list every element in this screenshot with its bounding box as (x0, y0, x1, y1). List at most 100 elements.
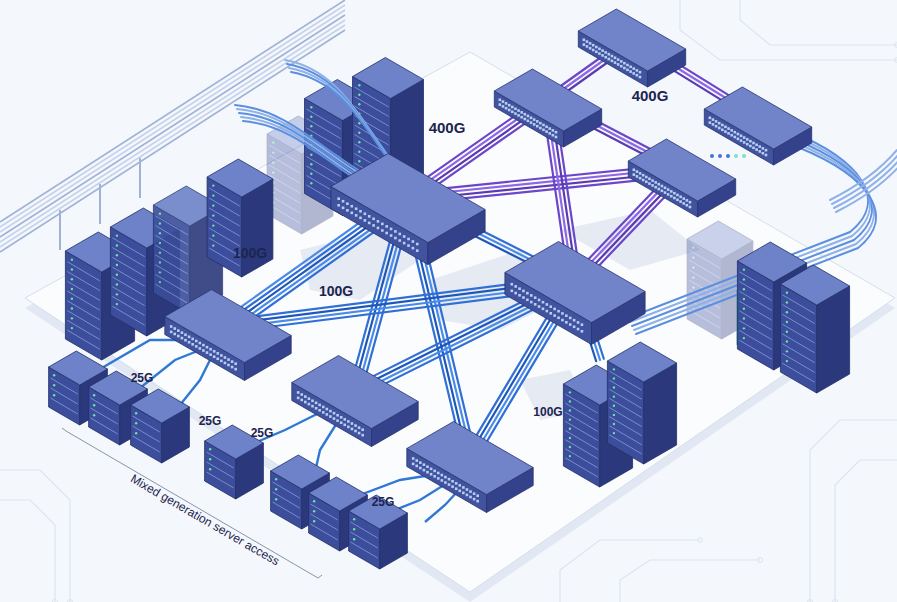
status-led (159, 271, 161, 273)
switch-port (639, 172, 642, 175)
rack-slot (354, 87, 388, 107)
rack-slot (689, 260, 720, 278)
switch-port (423, 469, 426, 472)
status-led (743, 278, 745, 280)
tray-support (99, 184, 101, 224)
switch-port (337, 204, 340, 207)
rack-slot (739, 311, 771, 330)
status-led (209, 448, 211, 450)
status-led (53, 374, 55, 376)
switch-port (709, 121, 712, 124)
switch-port (231, 360, 234, 363)
switch-port (412, 463, 415, 466)
switch-port (530, 117, 533, 120)
switch-port (743, 136, 746, 139)
server-rack-top (207, 159, 273, 197)
switch-port (718, 122, 721, 125)
switch-port (533, 118, 536, 121)
switch-port (623, 67, 626, 70)
rack-slot (207, 462, 234, 478)
switch-port (297, 391, 300, 394)
status-led (613, 414, 615, 416)
switch-port (673, 197, 676, 200)
switch-port (530, 121, 533, 124)
switch-port (206, 346, 209, 349)
switch-port (227, 358, 230, 361)
switch-port (758, 150, 761, 153)
switch-port (199, 347, 202, 350)
rack-slot (51, 398, 78, 414)
rack-slot (739, 340, 771, 359)
link-speed-label: 25G (131, 371, 154, 385)
status-led (313, 500, 315, 502)
status-led (159, 261, 161, 263)
rack-slot (209, 248, 240, 266)
switch-port (682, 202, 685, 205)
switch-port (407, 244, 410, 247)
switch-port (676, 194, 679, 197)
switch-port (437, 472, 440, 475)
switch-port (670, 190, 673, 193)
switch-port (426, 465, 429, 468)
switch-port (326, 413, 329, 416)
switch-port (359, 217, 362, 220)
status-led (272, 161, 274, 163)
switch-port (188, 341, 191, 344)
rack-slot (782, 344, 814, 363)
circuit-trace (740, 0, 897, 45)
switch-port (639, 71, 642, 74)
network-switch-top (165, 290, 291, 363)
switch-port (539, 122, 542, 125)
rack-slot (112, 277, 144, 296)
server-rack-top (349, 495, 408, 529)
rack-slot (112, 257, 144, 276)
network-switch-top (331, 154, 485, 243)
status-led (310, 125, 312, 127)
server-rack (349, 495, 408, 569)
switch-port (510, 283, 513, 286)
rack-slot (739, 321, 771, 340)
switch-port (709, 117, 712, 120)
switch-port (202, 344, 205, 347)
rack-slot (269, 185, 300, 203)
switch-port (542, 301, 545, 304)
switch-port (308, 403, 311, 406)
circuit-trace (0, 500, 55, 602)
switch-port (347, 420, 350, 423)
switch-port (611, 60, 614, 63)
switch-port (318, 404, 321, 407)
rack-slot (155, 265, 187, 284)
switch-port (686, 199, 689, 202)
switch-port (476, 494, 479, 497)
switch-port (191, 338, 194, 341)
switch-port (737, 133, 740, 136)
switch-port (629, 70, 632, 73)
switch-port (539, 127, 542, 130)
switch-port (715, 120, 718, 123)
switch-port (216, 352, 219, 355)
switch-port (598, 52, 601, 55)
rack-slot (609, 389, 641, 408)
switch-port (451, 480, 454, 483)
switch-port (195, 345, 198, 348)
switch-port (415, 465, 418, 468)
switch-port (553, 308, 556, 311)
switch-port (466, 494, 469, 497)
switch-port (355, 214, 358, 217)
switch-port (642, 179, 645, 182)
switch-port (398, 233, 401, 236)
rack-slot (782, 353, 814, 372)
tray-support (139, 158, 141, 198)
switch-port (430, 468, 433, 471)
switch-port (682, 197, 685, 200)
switch-port (765, 149, 768, 152)
status-led (353, 538, 355, 540)
rack-slot (609, 380, 641, 399)
switch-port (403, 242, 406, 245)
status-led (569, 446, 571, 448)
status-led (212, 194, 214, 196)
trunk-cable (836, 162, 897, 212)
front-servers (49, 242, 850, 569)
rack-slot (269, 155, 300, 173)
